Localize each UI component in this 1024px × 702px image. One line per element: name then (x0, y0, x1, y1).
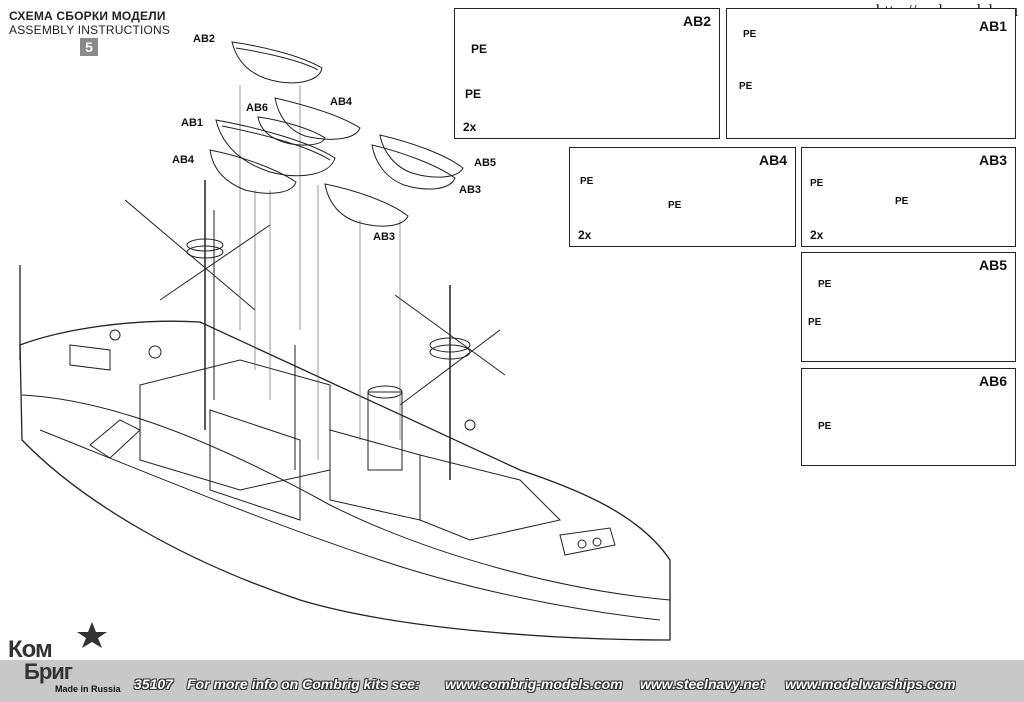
title-english: ASSEMBLY INSTRUCTIONS (9, 23, 171, 37)
label-ab3-mid: AB3 (373, 231, 396, 243)
panel-ab2-title: AB2 (682, 13, 711, 29)
ship-deck-line (21, 394, 671, 601)
panel-ab4: AB4 PE PE 2x (569, 147, 796, 247)
panel-ab4-title: AB4 (758, 152, 787, 168)
logo-kombrig-line2: Бриг (24, 659, 73, 684)
superstructure (139, 359, 331, 491)
panel-ab1: AB1 PE PE (726, 8, 1016, 139)
label-ab4-left: AB4 (172, 154, 195, 166)
boat-ab1 (215, 119, 336, 177)
label-ab5: AB5 (474, 157, 497, 169)
panel-ab2: AB2 PE PE 2x (454, 8, 720, 139)
label-ab1: AB1 (181, 117, 204, 129)
footer-info-text: For more info on Combrig kits see: (187, 676, 420, 692)
title-russian: СХЕМА СБОРКИ МОДЕЛИ (9, 9, 166, 23)
ship-hull (19, 320, 671, 641)
panel-ab3-qty: 2x (810, 228, 824, 242)
boat-ab2 (231, 41, 323, 84)
panel-ab2-qty: 2x (463, 120, 477, 134)
panel-ab6-pe: PE (818, 421, 832, 432)
panel-ab4-pe-right: PE (668, 200, 682, 211)
panel-ab4-pe-left: PE (580, 176, 594, 187)
label-ab3-right: AB3 (459, 184, 482, 196)
panel-ab6: AB6 PE (801, 368, 1016, 466)
panel-ab3-pe-left: PE (810, 178, 824, 189)
footer-link-steelnavy[interactable]: www.steelnavy.net (640, 676, 765, 692)
funnel (367, 391, 403, 471)
footer-link-combrig[interactable]: www.combrig-models.com (445, 676, 623, 692)
label-ab6: AB6 (246, 102, 269, 114)
footer-kit-number: 35107 (134, 676, 173, 692)
panel-ab6-title: AB6 (978, 373, 1007, 389)
step-number: 5 (80, 38, 98, 56)
panel-ab2-pe-top: PE (471, 42, 488, 56)
panel-ab1-title: AB1 (978, 18, 1007, 34)
boat-ab6 (257, 116, 326, 146)
boat-ab5 (379, 134, 464, 178)
panel-ab5-pe-bottom: PE (808, 317, 822, 328)
panel-ab1-pe-top: PE (743, 29, 757, 40)
label-ab4-top: AB4 (330, 96, 353, 108)
logo-kombrig-line1: Ком (8, 636, 53, 663)
label-ab2: AB2 (193, 33, 216, 45)
panel-ab3-title: AB3 (978, 152, 1007, 168)
panel-ab5: AB5 PE PE (801, 252, 1016, 362)
panel-ab1-pe-bottom: PE (739, 81, 753, 92)
logo-tagline: Made in Russia (55, 684, 121, 694)
panel-ab2-pe-bottom: PE (465, 87, 482, 101)
panel-ab5-pe-top: PE (818, 279, 832, 290)
panel-ab4-qty: 2x (578, 228, 592, 242)
boat-ab4-left (209, 149, 297, 194)
footer-link-modelwarships[interactable]: www.modelwarships.com (785, 676, 956, 692)
panel-ab3-pe-right: PE (895, 196, 909, 207)
footer-bar (0, 660, 1024, 702)
panel-ab5-title: AB5 (978, 257, 1007, 273)
boat-ab3-right (371, 144, 456, 190)
boat-ab3-mid (324, 183, 409, 227)
panel-ab3: AB3 PE PE 2x (801, 147, 1016, 247)
